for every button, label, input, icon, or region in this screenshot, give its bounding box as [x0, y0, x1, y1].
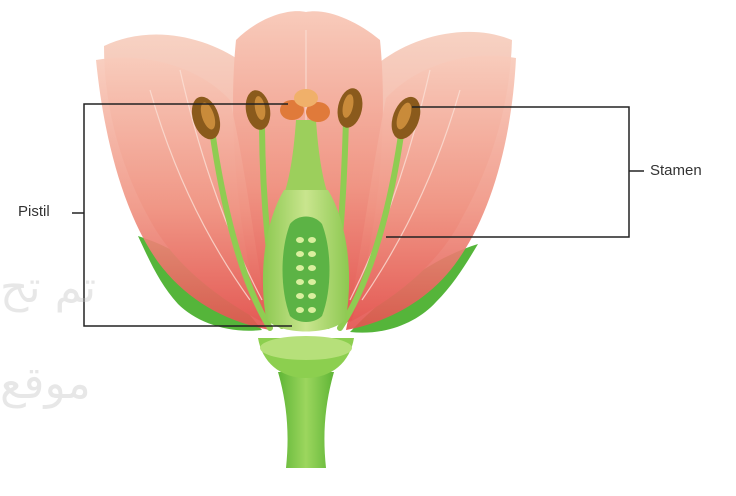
watermark-line-1: تم تح [0, 262, 96, 313]
stem [278, 372, 334, 468]
ovary-chamber [283, 217, 330, 323]
pistil-label: Pistil [18, 203, 50, 220]
receptacle-top [260, 336, 352, 360]
watermark-line-2: موقع [0, 358, 91, 409]
stamen-label: Stamen [650, 162, 702, 179]
